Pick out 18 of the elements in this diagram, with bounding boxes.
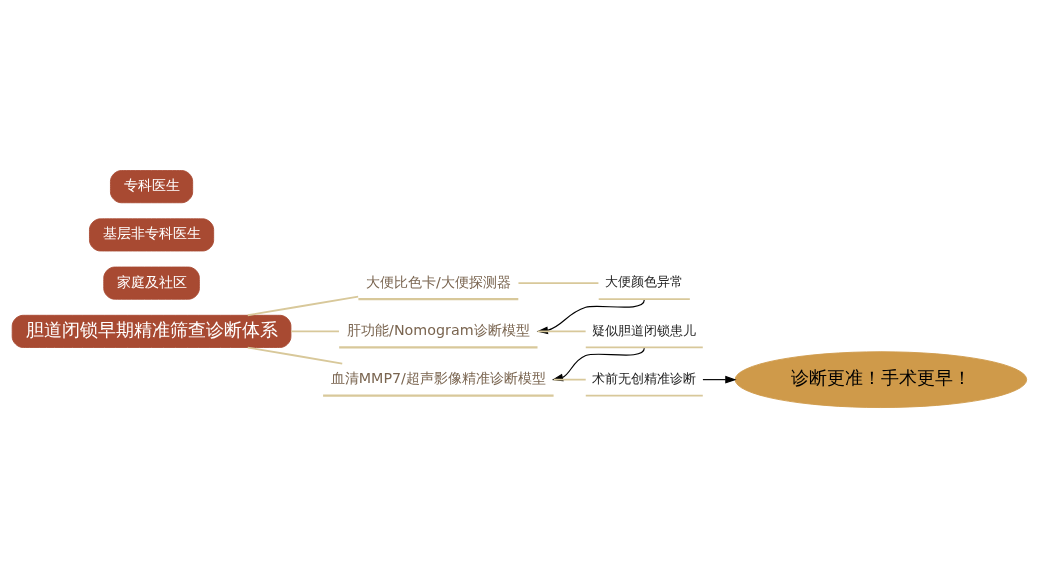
connector [246,346,344,364]
node-box: 专科医生 [110,169,194,203]
connector [246,295,360,316]
node-text: 大便颜色异常 [605,273,684,289]
node-ellipse: 诊断更准！手术更早！ [734,350,1028,408]
node-text: 术前无创精准诊断 [592,370,697,386]
arrow [702,375,737,384]
node-text: 大便比色卡/大便探测器 [365,273,511,290]
connector [552,378,587,381]
node-box: 胆道闭锁早期精准筛查诊断体系 [11,314,292,348]
node-text: 肝功能/Nomogram诊断模型 [347,321,530,338]
connector [290,330,340,332]
node-text: 疑似胆道闭锁患儿 [592,322,697,338]
node-box: 基层非专科医生 [89,217,215,251]
connector [517,281,600,284]
node-text: 血清MMP7/超声影像精准诊断模型 [330,369,546,386]
node-box: 家庭及社区 [103,266,200,300]
connector [536,330,587,332]
